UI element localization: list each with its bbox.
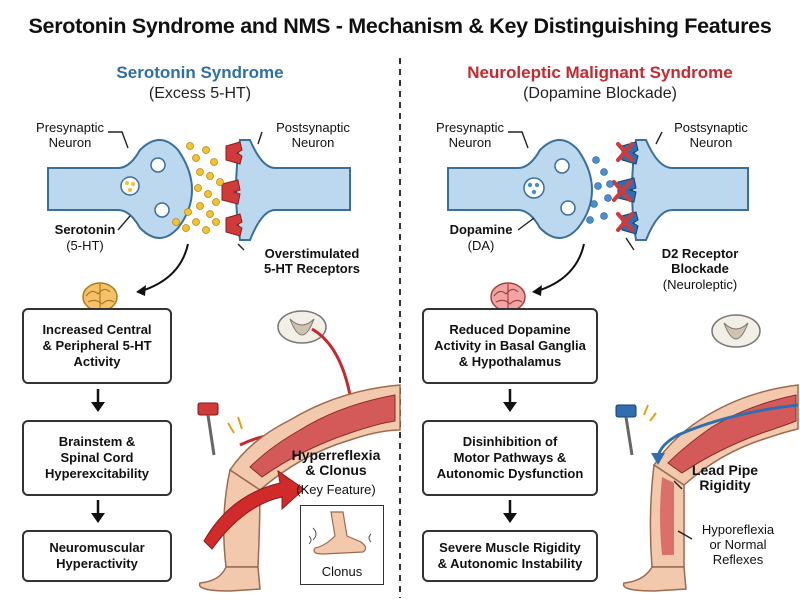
nms-receptor [617, 177, 637, 203]
ss-reflex-arrow [203, 469, 305, 550]
nms-flow-step-2: Disinhibition of Motor Pathways & Autono… [422, 420, 598, 496]
nms-postsynaptic-neuron [631, 139, 749, 241]
ss-clonus-inset: Clonus [300, 505, 384, 585]
spinal-cord-icon [711, 314, 761, 348]
nms-blockade-marks [612, 142, 634, 232]
ss-receptor-label: Overstimulated 5-HT Receptors [263, 246, 361, 276]
nms-flow-step-3: Severe Muscle Rigidity & Autonomic Insta… [422, 530, 598, 582]
leg-icon [198, 384, 401, 592]
nms-synapse-diagram [447, 131, 749, 296]
ss-leg-illustration [197, 310, 401, 592]
ss-clonus-label: Clonus [321, 564, 363, 579]
ss-flow-step-2: Brainstem & Spinal Cord Hyperexcitabilit… [22, 420, 172, 496]
ss-serotonin-abbr: (5-HT) [66, 238, 104, 253]
page-title: Serotonin Syndrome and NMS - Mechanism &… [28, 14, 772, 38]
ss-serotonin-label: Serotonin [54, 222, 116, 237]
ss-title: Serotonin Syndrome [116, 63, 284, 82]
brain-icon [82, 282, 118, 312]
nms-feature-title: Lead Pipe Rigidity [691, 462, 759, 493]
nms-receptor-sublabel: (Neuroleptic) [662, 277, 738, 292]
ss-flow-step-3: Neuromuscular Hyperactivity [22, 530, 172, 582]
ss-presynaptic-label: Presynaptic Neuron [36, 120, 104, 150]
nms-receptor [621, 211, 639, 235]
nms-title: Neuroleptic Malignant Syndrome [467, 63, 733, 82]
ss-feature-title: Hyperreflexia & Clonus [291, 447, 381, 478]
ss-flow-arrow-2 [91, 500, 105, 523]
ss-postsynaptic-neuron [235, 139, 351, 241]
spinal-cord-icon [277, 310, 327, 344]
ss-synapse-diagram [47, 131, 351, 296]
reflex-hammer-icon [615, 404, 637, 456]
ss-vesicle [150, 157, 166, 173]
nms-vesicle [523, 177, 545, 199]
ss-receptor [221, 179, 241, 205]
nms-subtitle: (Dopamine Blockade) [523, 85, 677, 102]
ss-postsynaptic-label: Postsynaptic Neuron [276, 120, 350, 150]
nms-receptor-label: D2 Receptor Blockade [661, 246, 739, 276]
nms-presynaptic-label: Presynaptic Neuron [436, 120, 504, 150]
nms-flow-arrow-1 [503, 389, 517, 412]
nms-curved-arrow [533, 243, 585, 293]
ss-curved-arrow [137, 243, 189, 293]
ss-feature-subtitle: (Key Feature) [296, 482, 376, 497]
ss-subtitle: (Excess 5-HT) [148, 85, 252, 102]
nms-dopamine-label: Dopamine [449, 222, 513, 237]
nms-flow-arrow-2 [503, 500, 517, 523]
ss-receptor [225, 213, 243, 237]
ss-vesicle [120, 176, 140, 196]
nms-leg-illustration [615, 314, 799, 592]
nms-vesicle [554, 158, 570, 174]
ss-receptor [225, 141, 243, 165]
nms-vesicle [560, 200, 576, 216]
nms-postsynaptic-label: Postsynaptic Neuron [674, 120, 748, 150]
ss-vesicle [154, 202, 170, 218]
ss-serotonin-molecules [172, 142, 224, 234]
ss-flow-arrow-1 [91, 389, 105, 412]
nms-feature-subtitle: Hyporeflexia or Normal Reflexes [701, 522, 775, 567]
foot-icon [308, 511, 372, 555]
nms-receptor [621, 141, 639, 165]
reflex-hammer-icon [197, 402, 219, 456]
nms-flow-step-1: Reduced Dopamine Activity in Basal Gangl… [422, 308, 598, 384]
nms-dopamine-abbr: (DA) [467, 238, 495, 253]
brain-icon [490, 282, 526, 312]
nms-dopamine-molecules [586, 156, 614, 224]
ss-flow-step-1: Increased Central & Peripheral 5-HT Acti… [22, 308, 172, 384]
